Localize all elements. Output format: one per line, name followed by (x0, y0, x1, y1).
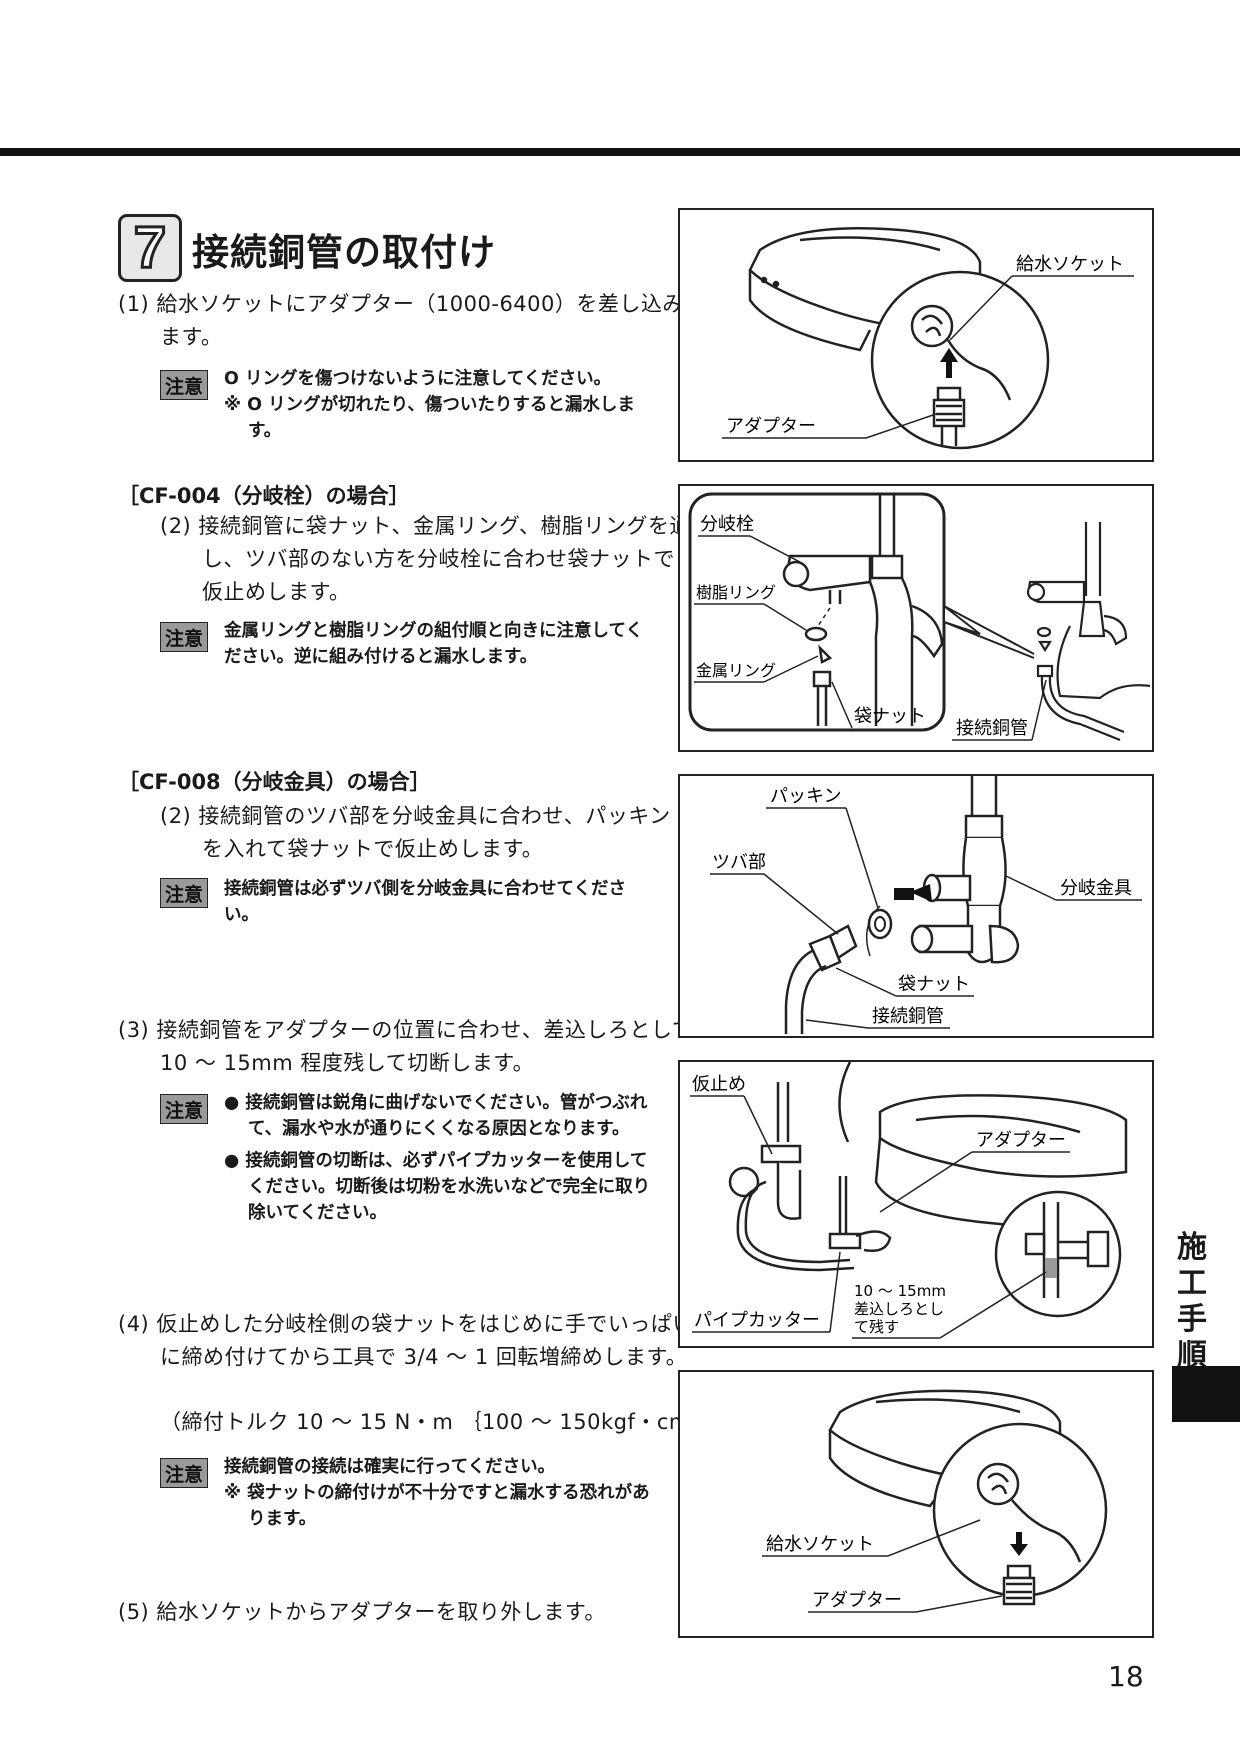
fig2-label-metal-ring: 金属リング (696, 661, 776, 680)
fig2-label-resin-ring: 樹脂リング (696, 583, 776, 602)
fig4-label-dim1: 10 ～ 15mm (854, 1282, 946, 1300)
fig5-label-socket: 給水ソケット (766, 1534, 874, 1555)
fig4-label-adapter: アダプター (976, 1130, 1066, 1151)
cf008-heading: ［CF-008（分岐金具）の場合］ (118, 770, 431, 794)
caution-bullet: ● 接続銅管は鋭角に曲げないでください。管がつぶれて、漏水や水が通りにくくなる原… (224, 1093, 648, 1139)
caution-note: O リングを傷つけないように注意してください。 (224, 369, 612, 389)
fig2-label-copper-pipe: 接続銅管 (956, 718, 1028, 739)
fig3-label-copper-pipe: 接続銅管 (872, 1006, 944, 1027)
caution-notes-1: O リングを傷つけないように注意してください。 ※ O リングが切れたり、傷つい… (224, 366, 654, 444)
caution-note: ※ 袋ナットの締付けが不十分ですと漏水する恐れがあります。 (224, 1483, 650, 1529)
caution-badge-3: 注意 (160, 878, 208, 908)
caution-note: ※ O リングが切れたり、傷ついたりすると漏水します。 (224, 395, 635, 441)
figure-branch-valve: 分岐栓 樹脂リング 金属リング 袋ナット 接続銅管 (678, 484, 1154, 752)
page-number: 18 (1108, 1660, 1144, 1693)
fig3-label-packing: パッキン (770, 786, 841, 807)
step-1-text: (1) 給水ソケットにアダプター（1000-6400）を差し込みます。 (118, 292, 684, 349)
caution-badge-5: 注意 (160, 1458, 208, 1488)
header-rule (0, 148, 1240, 156)
figure-3-drawing: パッキン ツバ部 分岐金具 袋ナット 接続銅管 (710, 776, 1142, 1034)
caution-bullet: ● 接続銅管の切断は、必ずパイプカッターを使用してください。切断後は切粉を水洗い… (224, 1151, 651, 1223)
fig4-label-dim3: て残す (854, 1318, 899, 1336)
section-title: 接続銅管の取付け (192, 231, 496, 274)
fig2-label-branch: 分岐栓 (700, 514, 754, 535)
figure-1-drawing: 給水ソケット アダプター (722, 226, 1134, 450)
fig4-label-temp: 仮止め (692, 1074, 746, 1095)
side-tab-marker (1172, 1366, 1240, 1422)
fig1-label-socket: 給水ソケット (1016, 254, 1124, 275)
caution-badge-4: 注意 (160, 1094, 208, 1124)
figure-socket-adapter: 給水ソケット アダプター (678, 208, 1154, 462)
figure-pipe-cutting: 仮止め アダプター 10 ～ 15mm 差込しろとし て残す パイプカッター (678, 1060, 1154, 1348)
caution-notes-5: 接続銅管の接続は確実に行ってください。 ※ 袋ナットの締付けが不十分ですと漏水す… (224, 1454, 656, 1532)
figure-2-drawing: 分岐栓 樹脂リング 金属リング 袋ナット 接続銅管 (688, 492, 1151, 742)
torque-spec: （締付トルク 10 ～ 15 N・m ｛100 ～ 150kgf・cm｝） (160, 1410, 723, 1434)
fig3-label-flange: ツバ部 (712, 852, 766, 873)
figure-5-drawing: 給水ソケット アダプター (762, 1389, 1108, 1613)
cf008-step-text: (2) 接続銅管のツバ部を分岐金具に合わせ、パッキンを入れて袋ナットで仮止めしま… (160, 804, 671, 861)
fig1-label-adapter: アダプター (726, 416, 816, 437)
fig2-label-bag-nut: 袋ナット (854, 706, 926, 727)
caution-note-2: 金属リングと樹脂リングの組付順と向きに注意してください。逆に組み付けると漏水しま… (224, 621, 643, 667)
fig3-label-bag-nut: 袋ナット (898, 974, 970, 995)
side-section-label: 施工手順 (1177, 1230, 1207, 1373)
caution-bullets-4: ● 接続銅管は鋭角に曲げないでください。管がつぶれて、漏水や水が通りにくくなる原… (224, 1090, 656, 1226)
fig5-label-adapter: アダプター (812, 1590, 902, 1611)
figure-remove-adapter: 給水ソケット アダプター (678, 1370, 1154, 1638)
fig4-label-cutter: パイプカッター (694, 1310, 820, 1331)
step-number-badge: 7 (118, 214, 182, 282)
step-3-text: (3) 接続銅管をアダプターの位置に合わせ、差込しろとして 10 ～ 15mm … (118, 1018, 694, 1075)
caution-note: 接続銅管の接続は確実に行ってください。 (224, 1457, 556, 1477)
step-4-text: (4) 仮止めした分岐栓側の袋ナットをはじめに手でいっぱいに締め付けてから工具で… (118, 1312, 694, 1369)
figure-4-drawing: 仮止め アダプター 10 ～ 15mm 差込しろとし て残す パイプカッター (690, 1062, 1128, 1339)
fig3-label-branch-fitting: 分岐金具 (1060, 878, 1132, 899)
step-number: 7 (132, 215, 167, 280)
cf004-heading: ［CF-004（分岐栓）の場合］ (118, 484, 410, 508)
step-5-text: (5) 給水ソケットからアダプターを取り外します。 (118, 1600, 606, 1624)
caution-note-3: 接続銅管は必ずツバ側を分岐金具に合わせてください。 (224, 879, 626, 925)
caution-badge-2: 注意 (160, 622, 208, 652)
caution-badge-1: 注意 (160, 370, 208, 400)
cf004-step-text: (2) 接続銅管に袋ナット、金属リング、樹脂リングを通し、ツバ部のない方を分岐栓… (160, 514, 692, 604)
figure-branch-fitting: パッキン ツバ部 分岐金具 袋ナット 接続銅管 (678, 774, 1154, 1038)
fig4-label-dim2: 差込しろとし (854, 1300, 944, 1318)
